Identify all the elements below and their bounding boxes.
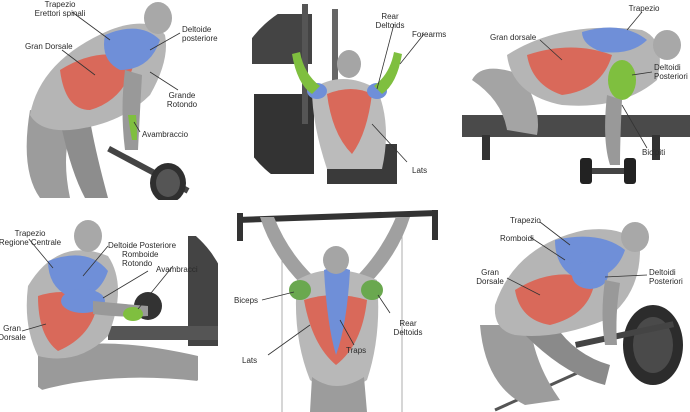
- label-rear: Rear: [381, 12, 399, 21]
- forearm-muscle-4: [123, 307, 143, 321]
- forearm-left: [292, 52, 320, 94]
- deltoid-left-5: [289, 280, 311, 300]
- label-gran-dorsale: Gran Dorsale: [25, 42, 73, 51]
- label-regione-centrale: Regione Centrale: [0, 238, 62, 247]
- illustration-seated-machine-row: [232, 0, 457, 199]
- label-lats-5: Lats: [242, 356, 258, 365]
- label-rear-5: Rear: [399, 319, 417, 328]
- label-romboidi: Romboidi: [500, 234, 534, 243]
- label-rotondo-4: Rotondo: [122, 259, 153, 268]
- illustration-pull-up: [237, 210, 438, 412]
- label-deltoide: Deltoide: [182, 25, 212, 34]
- label-trapezio-4: Trapezio: [14, 229, 46, 238]
- lats-muscle-2: [327, 89, 372, 154]
- illustration-seated-cable-row: [0, 206, 230, 412]
- label-posteriori-3: Posteriori: [654, 72, 688, 81]
- forearm-muscle: [128, 115, 137, 140]
- label-posteriore: posteriore: [182, 34, 218, 43]
- label-gran-6: Gran: [481, 268, 499, 277]
- label-dorsale-4: Dorsale: [0, 333, 26, 342]
- label-deltoide-posteriore-4: Deltoide Posteriore: [108, 241, 177, 250]
- trapezius-muscle-5: [324, 267, 350, 355]
- illustration-dumbbell-row: [462, 11, 690, 184]
- lats-muscle: [60, 54, 135, 110]
- trapezius-muscle-4: [48, 255, 108, 297]
- panel-seated-machine-row: [232, 0, 457, 199]
- forearm-right: [374, 52, 402, 94]
- label-avambracci: Avambracci: [156, 265, 198, 274]
- label-trapezio: Trapezio: [44, 0, 76, 9]
- trapezius-muscle-6: [555, 236, 625, 280]
- label-avambraccio: Avambraccio: [142, 130, 189, 139]
- panel-seated-cable-row: [0, 206, 230, 412]
- trapezius-muscle: [104, 28, 160, 71]
- label-bicipiti: Bicipiti: [642, 148, 666, 157]
- label-erettori-spinali: Erettori spinali: [34, 9, 86, 18]
- illustration-bent-over-row: [26, 2, 190, 200]
- lats-muscle-6: [515, 274, 595, 325]
- label-rotondo: Rotondo: [166, 100, 198, 109]
- label-dorsale-6: Dorsale: [476, 277, 504, 286]
- deltoid-muscle-3: [608, 60, 636, 100]
- trapezius-muscle-3: [582, 27, 647, 53]
- label-lats: Lats: [412, 166, 428, 175]
- label-deltoidi-3: Deltoidi: [654, 63, 681, 72]
- label-forearms: Forearms: [412, 30, 447, 39]
- label-biceps: Biceps: [234, 296, 259, 305]
- label-gran-dorsale-3: Gran dorsale: [490, 33, 537, 42]
- label-posteriori-6: Posteriori: [649, 277, 683, 286]
- label-deltoids: Deltoids: [375, 21, 405, 30]
- deltoid-right-5: [361, 280, 383, 300]
- label-grande: Grande: [168, 91, 196, 100]
- panel-reverse-bent-over-row: Trapezio Romboidi Gran Dorsale Deltoidi …: [465, 205, 690, 412]
- illustration-reverse-bent-over-row: [480, 221, 683, 412]
- label-gran-4: Gran: [3, 324, 21, 333]
- panel-pull-up: Biceps Rear Deltoids Lats Traps: [232, 205, 457, 412]
- panel-bent-over-row: Trapezio Erettori spinali Deltoide poste…: [0, 0, 225, 200]
- label-deltoidi-6: Deltoidi: [649, 268, 676, 277]
- label-trapezio-6: Trapezio: [510, 216, 541, 225]
- label-romboide: Romboide: [122, 250, 159, 259]
- label-trapezio-3: Trapezio: [628, 4, 660, 13]
- panel-dumbbell-row: Trapezio Gran dorsale Deltoidi Posterior…: [452, 0, 690, 200]
- lats-muscle-3: [527, 47, 612, 95]
- label-deltoids-5: Deltoids: [393, 328, 423, 337]
- label-traps: Traps: [346, 346, 367, 355]
